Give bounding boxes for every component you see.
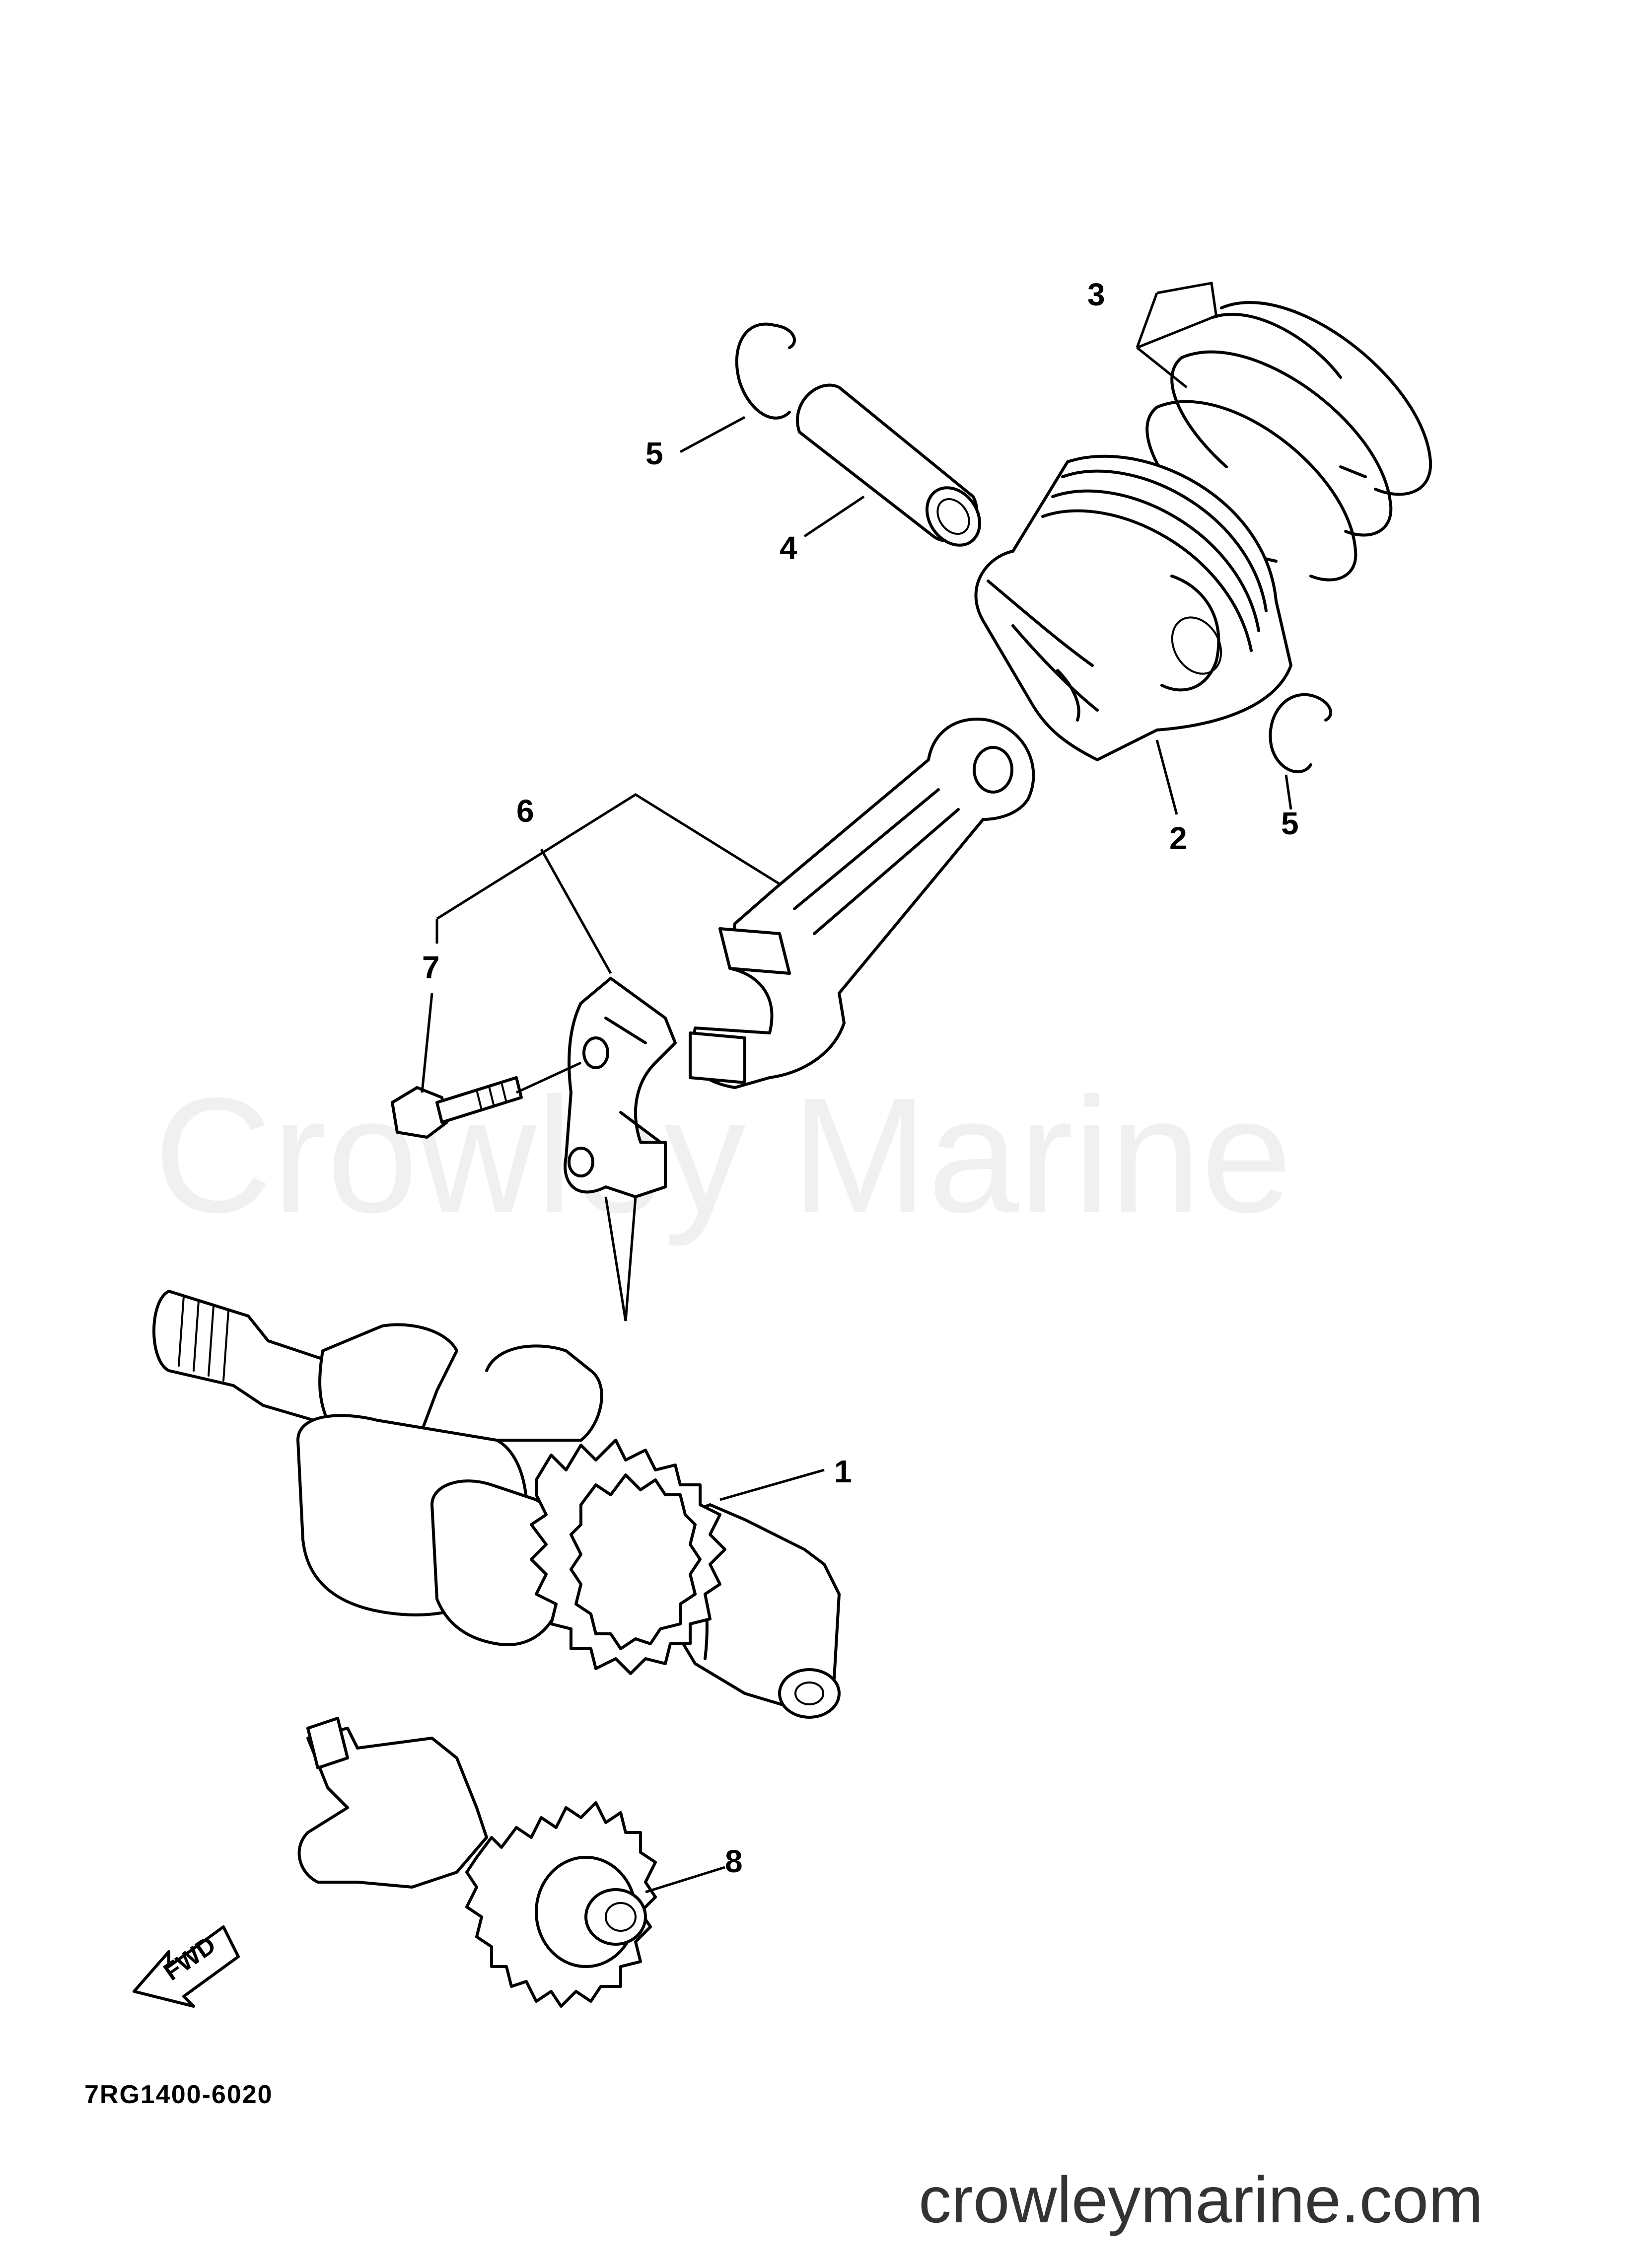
crankshaft [152, 1290, 841, 1719]
callout-5-left: 5 [645, 436, 663, 471]
leader-lines [421, 282, 1292, 1894]
circlip-right [1269, 693, 1332, 774]
callout-8: 8 [725, 1843, 743, 1879]
circlip-left [735, 322, 796, 420]
connecting-rod [689, 718, 1035, 1089]
piston [974, 454, 1292, 761]
callout-4: 4 [780, 530, 797, 566]
rod-bolt [391, 1076, 523, 1139]
diagram-code: 7RG1400-6020 [84, 2080, 273, 2109]
site-url: crowleymarine.com [919, 2163, 1483, 2236]
watermark: Crowley Marine [154, 1063, 1292, 1247]
callout-3: 3 [1087, 277, 1105, 312]
balancer-shaft [297, 1717, 657, 2008]
piston-pin [796, 383, 982, 547]
callout-6: 6 [516, 793, 534, 829]
rod-cap [564, 977, 677, 1198]
callout-2: 2 [1169, 820, 1187, 856]
callout-7: 7 [422, 950, 440, 985]
fwd-arrow-icon: FWD [133, 1925, 240, 2008]
callout-1: 1 [834, 1454, 852, 1489]
callout-5-right: 5 [1281, 805, 1299, 841]
crank-gears [530, 1439, 726, 1675]
